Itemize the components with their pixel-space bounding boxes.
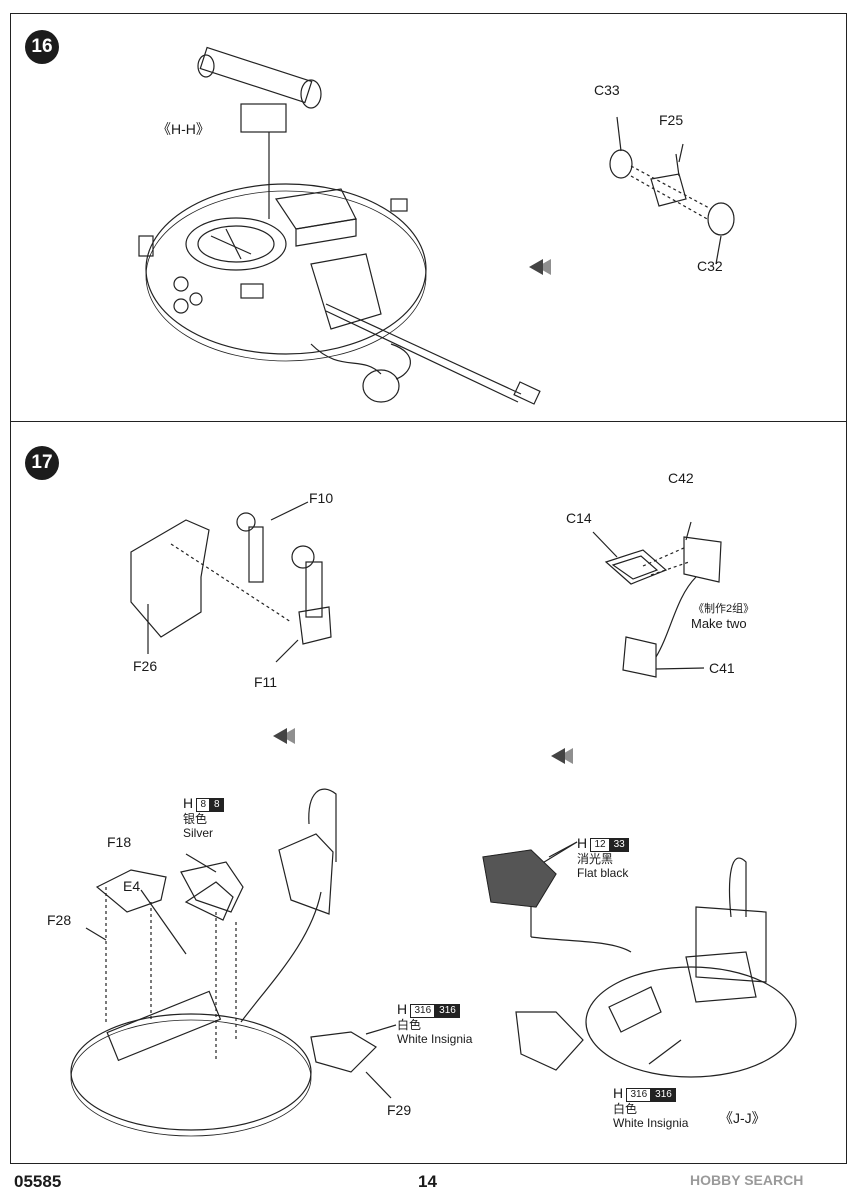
paint-white1-code1: 316 xyxy=(410,1003,436,1018)
paint-white2-code1: 316 xyxy=(626,1087,652,1102)
label-make-two-en: Make two xyxy=(691,616,747,631)
paint-flat-black-en: Flat black xyxy=(577,865,629,880)
label-c33: C33 xyxy=(594,82,620,98)
paint-white2-en: White Insignia xyxy=(613,1115,689,1130)
paint-white1-letter: H xyxy=(397,1001,408,1017)
paint-white1-code2: 316 xyxy=(435,1003,460,1018)
label-make-two-cn: 《制作2组》 xyxy=(693,603,755,615)
label-hh: 《H-H》 xyxy=(157,121,210,137)
paint-white2-code2: 316 xyxy=(651,1087,676,1102)
paint-silver-letter: H xyxy=(183,795,194,811)
label-jj: 《J-J》 xyxy=(719,1110,766,1126)
paint-flat-black-letter: H xyxy=(577,835,588,851)
step-17-number: 17 xyxy=(25,446,59,480)
paint-white2-letter: H xyxy=(613,1085,624,1101)
label-c42: C42 xyxy=(668,470,694,486)
footer-product-code: 05585 xyxy=(14,1172,62,1191)
label-c32: C32 xyxy=(697,258,723,274)
paint-flat-black-cn: 消光黑 xyxy=(577,851,614,866)
paint-silver-en: Silver xyxy=(183,825,214,840)
step-16-number: 16 xyxy=(25,30,59,64)
paint-flat-black-code2: 33 xyxy=(609,837,629,852)
label-c14: C14 xyxy=(566,510,592,526)
paint-white1-cn: 白色 xyxy=(397,1017,422,1032)
label-f18: F18 xyxy=(107,834,132,850)
label-c41: C41 xyxy=(709,660,735,676)
paint-flat-black-code1: 12 xyxy=(590,837,610,852)
watermark: HOBBY SEARCH xyxy=(690,1172,804,1188)
label-f28: F28 xyxy=(47,912,72,928)
paint-silver-code1: 8 xyxy=(196,797,211,812)
paint-silver-code2: 8 xyxy=(210,797,224,812)
label-e4: E4 xyxy=(123,878,141,894)
footer-page-number: 14 xyxy=(418,1172,437,1191)
paint-white1-en: White Insignia xyxy=(397,1031,473,1046)
label-f11: F11 xyxy=(254,674,278,690)
seat-assembly-drawing xyxy=(70,501,797,1137)
step-16-panel: 16 xyxy=(10,13,847,422)
step-17-panel: 17 xyxy=(10,421,847,1164)
label-f26: F26 xyxy=(133,658,158,674)
paint-white2-cn: 白色 xyxy=(613,1101,638,1116)
label-f25: F25 xyxy=(659,112,684,128)
paint-silver-cn: 银色 xyxy=(183,811,208,826)
label-f29: F29 xyxy=(387,1102,412,1118)
label-f10: F10 xyxy=(309,490,334,506)
turret-assembly-drawing xyxy=(138,46,735,405)
